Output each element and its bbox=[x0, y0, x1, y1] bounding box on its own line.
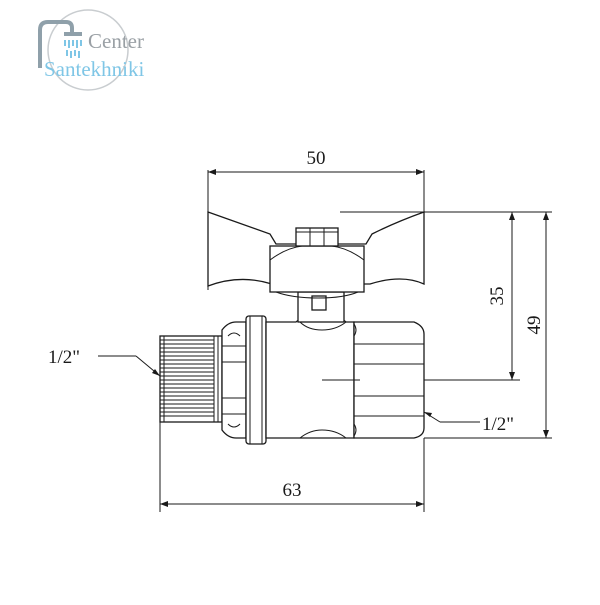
handle-nut bbox=[295, 227, 339, 247]
dimension-width-top: 50 bbox=[207, 148, 425, 290]
brand-logo: Center Santekhniki bbox=[38, 9, 144, 91]
main-body bbox=[265, 317, 355, 439]
dimension-height-total: 49 bbox=[424, 211, 552, 439]
shower-head-icon bbox=[64, 32, 82, 36]
dimension-label-50: 50 bbox=[307, 148, 326, 169]
logo-ring bbox=[47, 9, 129, 91]
dimension-total-length: 63 bbox=[159, 380, 425, 512]
thread-label-right-text: 1/2" bbox=[482, 414, 514, 435]
body-collar bbox=[245, 315, 267, 445]
thread-label-left: 1/2" bbox=[48, 347, 161, 377]
valve-drawing bbox=[159, 211, 425, 445]
dimension-label-49: 49 bbox=[524, 316, 545, 335]
logo-text-center: Center bbox=[88, 29, 144, 53]
logo-text-santekhniki: Santekhniki bbox=[44, 57, 144, 81]
water-drops-icon bbox=[64, 40, 82, 58]
valve-stem bbox=[297, 291, 345, 323]
dimension-label-35: 35 bbox=[487, 287, 508, 306]
thread-label-right: 1/2" bbox=[423, 411, 514, 435]
thread-label-left-text: 1/2" bbox=[48, 347, 80, 368]
left-hex-nut bbox=[221, 321, 247, 439]
male-thread bbox=[159, 335, 223, 423]
butterfly-handle bbox=[207, 211, 425, 299]
dimension-height-handle: 35 bbox=[340, 211, 520, 381]
dimension-label-63: 63 bbox=[283, 480, 302, 501]
shower-pipe-icon bbox=[38, 20, 74, 68]
right-hex-end bbox=[353, 321, 425, 439]
